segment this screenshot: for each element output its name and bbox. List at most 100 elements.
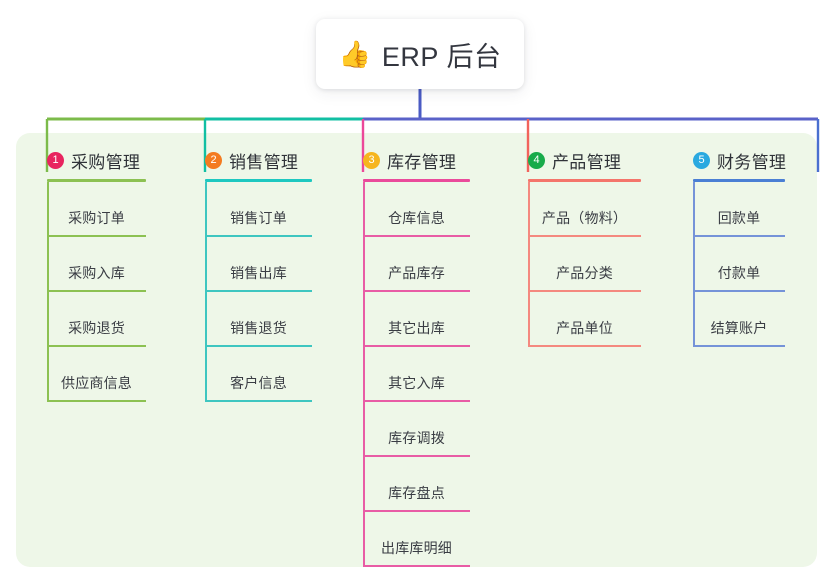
list-item[interactable]: 客户信息 (205, 347, 312, 402)
list-item-rule (363, 510, 470, 512)
list-item-rule (205, 290, 312, 292)
list-item-rule (693, 345, 785, 347)
column-title-3: 库存管理 (387, 152, 457, 172)
column-title-4: 产品管理 (552, 152, 622, 172)
list-item-rule (363, 400, 470, 402)
list-item[interactable]: 库存盘点 (363, 457, 470, 512)
column-title-2: 销售管理 (229, 152, 299, 172)
column-spine-4 (528, 182, 530, 347)
list-item-label: 采购订单 (68, 210, 125, 226)
column-spine-3 (363, 182, 365, 567)
column-2: 2 销售管理销售订单销售出库销售退货客户信息 (205, 148, 312, 402)
column-header-4[interactable]: 4 产品管理 (528, 148, 641, 172)
list-item-label: 其它出库 (388, 320, 445, 336)
list-item-label: 库存调拨 (388, 430, 445, 446)
list-item-label: 销售退货 (230, 320, 287, 336)
list-item-rule (693, 235, 785, 237)
column-items-4: 产品（物料） 产品分类产品单位 (528, 182, 641, 347)
list-item-label: 其它入库 (388, 375, 445, 391)
column-header-5[interactable]: 5 财务管理 (693, 148, 787, 172)
root-node-label: ERP 后台 (381, 41, 502, 72)
list-item[interactable]: 回款单 (693, 182, 785, 237)
column-items-1: 采购订单采购入库采购退货供应商信息 (47, 182, 146, 402)
list-item-rule (528, 345, 641, 347)
list-item-label: 采购入库 (68, 265, 125, 281)
list-item-label: 回款单 (717, 210, 761, 226)
column-spine-5 (693, 182, 695, 347)
column-badge-1: 1 (47, 151, 64, 169)
list-item-label: 库存盘点 (388, 485, 445, 501)
diagram-background-panel (16, 133, 817, 567)
list-item[interactable]: 销售退货 (205, 292, 312, 347)
list-item-rule (47, 345, 146, 347)
list-item-rule (205, 235, 312, 237)
list-item[interactable]: 产品分类 (528, 237, 641, 292)
list-item[interactable]: 采购订单 (47, 182, 146, 237)
column-3: 3 库存管理仓库信息产品库存其它出库其它入库库存调拨库存盘点出库库明细 (363, 148, 470, 567)
column-rule-4 (528, 179, 641, 182)
list-item[interactable]: 其它入库 (363, 347, 470, 402)
column-items-5: 回款单付款单结算账户 (693, 182, 785, 347)
list-item-rule (363, 290, 470, 292)
list-item-label: 仓库信息 (388, 210, 445, 226)
column-badge-5: 5 (693, 151, 710, 169)
column-spine-1 (47, 182, 49, 402)
list-item-rule (528, 235, 641, 237)
list-item-label: 供应商信息 (61, 375, 132, 391)
thumbs-up-icon: 👍 (338, 39, 371, 69)
column-header-2[interactable]: 2 销售管理 (205, 148, 312, 172)
list-item[interactable]: 采购入库 (47, 237, 146, 292)
column-5: 5 财务管理回款单付款单结算账户 (693, 148, 787, 347)
list-item[interactable]: 销售出库 (205, 237, 312, 292)
column-header-3[interactable]: 3 库存管理 (363, 148, 470, 172)
list-item-label: 产品（物料） (541, 210, 628, 226)
list-item-rule (693, 290, 785, 292)
list-item-label: 产品库存 (388, 265, 445, 281)
list-item[interactable]: 供应商信息 (47, 347, 146, 402)
list-item[interactable]: 出库库明细 (363, 512, 470, 567)
list-item-rule (47, 235, 146, 237)
list-item[interactable]: 付款单 (693, 237, 785, 292)
column-title-5: 财务管理 (717, 152, 787, 172)
list-item-rule (363, 565, 470, 567)
column-badge-3: 3 (363, 151, 380, 169)
list-item-label: 产品分类 (556, 265, 613, 281)
column-header-1[interactable]: 1 采购管理 (47, 148, 146, 172)
list-item-label: 出库库明细 (381, 540, 452, 556)
list-item[interactable]: 销售订单 (205, 182, 312, 237)
list-item-label: 采购退货 (68, 320, 125, 336)
column-items-2: 销售订单销售出库销售退货客户信息 (205, 182, 312, 402)
column-rule-3 (363, 179, 470, 182)
list-item-rule (363, 235, 470, 237)
list-item[interactable]: 结算账户 (693, 292, 785, 347)
column-badge-4: 4 (528, 151, 545, 169)
list-item[interactable]: 产品（物料） (528, 182, 641, 237)
list-item-label: 结算账户 (710, 320, 768, 336)
list-item-rule (205, 345, 312, 347)
list-item-label: 销售出库 (230, 265, 287, 281)
column-badge-2: 2 (205, 151, 222, 169)
list-item-rule (47, 290, 146, 292)
list-item[interactable]: 仓库信息 (363, 182, 470, 237)
list-item[interactable]: 产品单位 (528, 292, 641, 347)
list-item-label: 客户信息 (230, 375, 287, 391)
list-item-label: 产品单位 (556, 320, 613, 336)
list-item-label: 销售订单 (230, 210, 287, 226)
list-item[interactable]: 其它出库 (363, 292, 470, 347)
list-item-rule (363, 345, 470, 347)
column-title-1: 采购管理 (71, 152, 141, 172)
column-rule-1 (47, 179, 146, 182)
list-item[interactable]: 产品库存 (363, 237, 470, 292)
column-spine-2 (205, 182, 207, 402)
root-node[interactable]: 👍 ERP 后台 (316, 19, 524, 89)
column-rule-2 (205, 179, 312, 182)
list-item-rule (363, 455, 470, 457)
list-item[interactable]: 库存调拨 (363, 402, 470, 457)
column-items-3: 仓库信息产品库存其它出库其它入库库存调拨库存盘点出库库明细 (363, 182, 470, 567)
column-rule-5 (693, 179, 785, 182)
list-item-rule (47, 400, 146, 402)
list-item[interactable]: 采购退货 (47, 292, 146, 347)
list-item-rule (205, 400, 312, 402)
column-1: 1 采购管理采购订单采购入库采购退货供应商信息 (47, 148, 146, 402)
